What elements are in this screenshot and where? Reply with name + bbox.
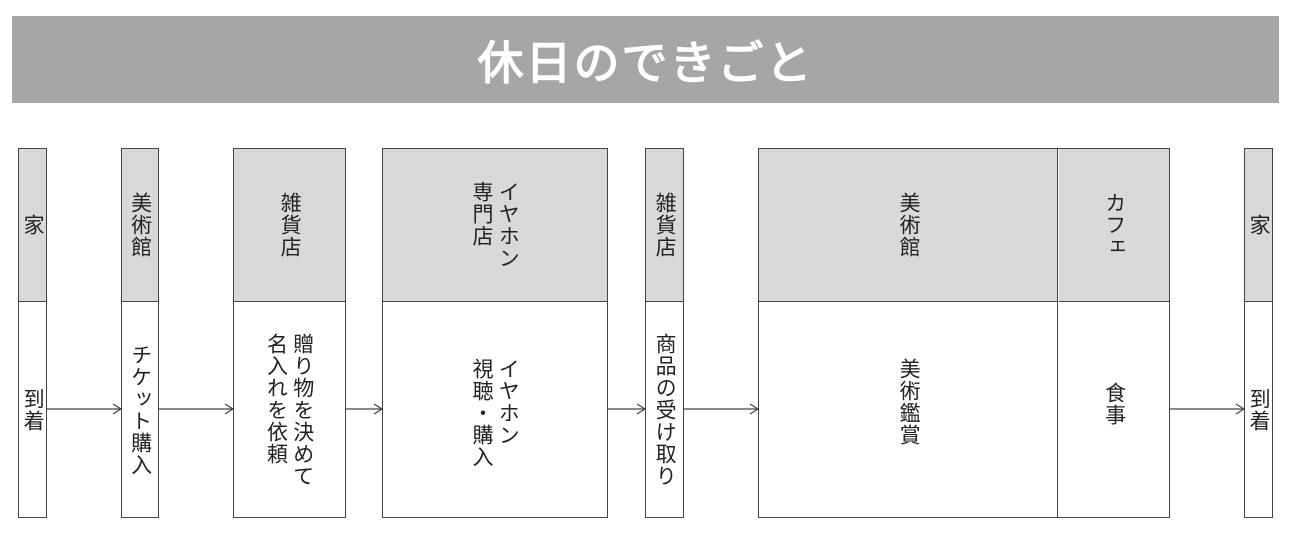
- box-divider: [1057, 149, 1058, 517]
- activity-cell: 贈り物を決めて 名入れを依頼: [234, 302, 345, 517]
- node-museum-1: 美術館 チケット購入: [121, 148, 159, 518]
- place-label: 家: [1247, 214, 1272, 236]
- activity-label: イヤホン 視聴・購入: [470, 358, 521, 468]
- place-label: カフェ: [1102, 192, 1127, 258]
- place-label: 雑貨店: [653, 192, 678, 258]
- title-banner: 休日のできごと: [12, 16, 1279, 103]
- activity-label: チケット購入: [128, 343, 153, 476]
- arrow-cafe-to-home: [1170, 403, 1246, 415]
- activity-label: 食事: [1102, 382, 1127, 426]
- page-title: 休日のできごと: [477, 35, 814, 90]
- place-cell: 雑貨店: [234, 149, 345, 302]
- activity-cell: チケット購入: [122, 302, 158, 517]
- place-cell: 雑貨店: [646, 149, 683, 302]
- arrow-home-to-museum: [47, 403, 123, 415]
- place-cell: 家: [1245, 149, 1272, 302]
- place-cell-museum: 美術館: [759, 149, 1058, 302]
- place-label: 美術館: [897, 192, 922, 258]
- activity-label: 到着: [1247, 387, 1272, 432]
- place-cell: 美術館: [122, 149, 158, 302]
- activity-cell: イヤホン 視聴・購入: [383, 302, 607, 517]
- arrow-goods-to-earphone: [346, 403, 384, 415]
- arrow-earphone-to-goods: [608, 403, 647, 415]
- place-label: イヤホン 専門店: [470, 181, 521, 269]
- activity-cell-museum: 美術鑑賞: [759, 302, 1058, 517]
- activity-cell: 到着: [19, 302, 46, 517]
- place-label: 雑貨店: [278, 192, 303, 258]
- activity-label: 贈り物を決めて 名入れを依頼: [264, 332, 315, 487]
- place-cell: 家: [19, 149, 46, 302]
- node-earphone-shop: イヤホン 専門店 イヤホン 視聴・購入: [382, 148, 608, 518]
- activity-cell-cafe: 食事: [1059, 302, 1169, 517]
- activity-label: 到着: [21, 387, 46, 432]
- activity-cell: 到着: [1245, 302, 1272, 517]
- activity-label: 商品の受け取り: [653, 332, 678, 487]
- node-museum-cafe: 美術館 カフェ 美術鑑賞 食事: [758, 148, 1170, 518]
- place-cell-cafe: カフェ: [1059, 149, 1169, 302]
- node-goods-1: 雑貨店 贈り物を決めて 名入れを依頼: [233, 148, 346, 518]
- place-label: 美術館: [128, 192, 153, 258]
- activity-label: 美術鑑賞: [897, 358, 922, 446]
- node-home-end: 家 到着: [1244, 148, 1273, 518]
- arrow-museum-to-goods: [159, 403, 235, 415]
- place-cell: イヤホン 専門店: [383, 149, 607, 302]
- node-home-start: 家 到着: [18, 148, 47, 518]
- arrow-goods-to-museum: [684, 403, 760, 415]
- node-goods-2: 雑貨店 商品の受け取り: [645, 148, 684, 518]
- place-label: 家: [21, 214, 46, 236]
- activity-cell: 商品の受け取り: [646, 302, 683, 517]
